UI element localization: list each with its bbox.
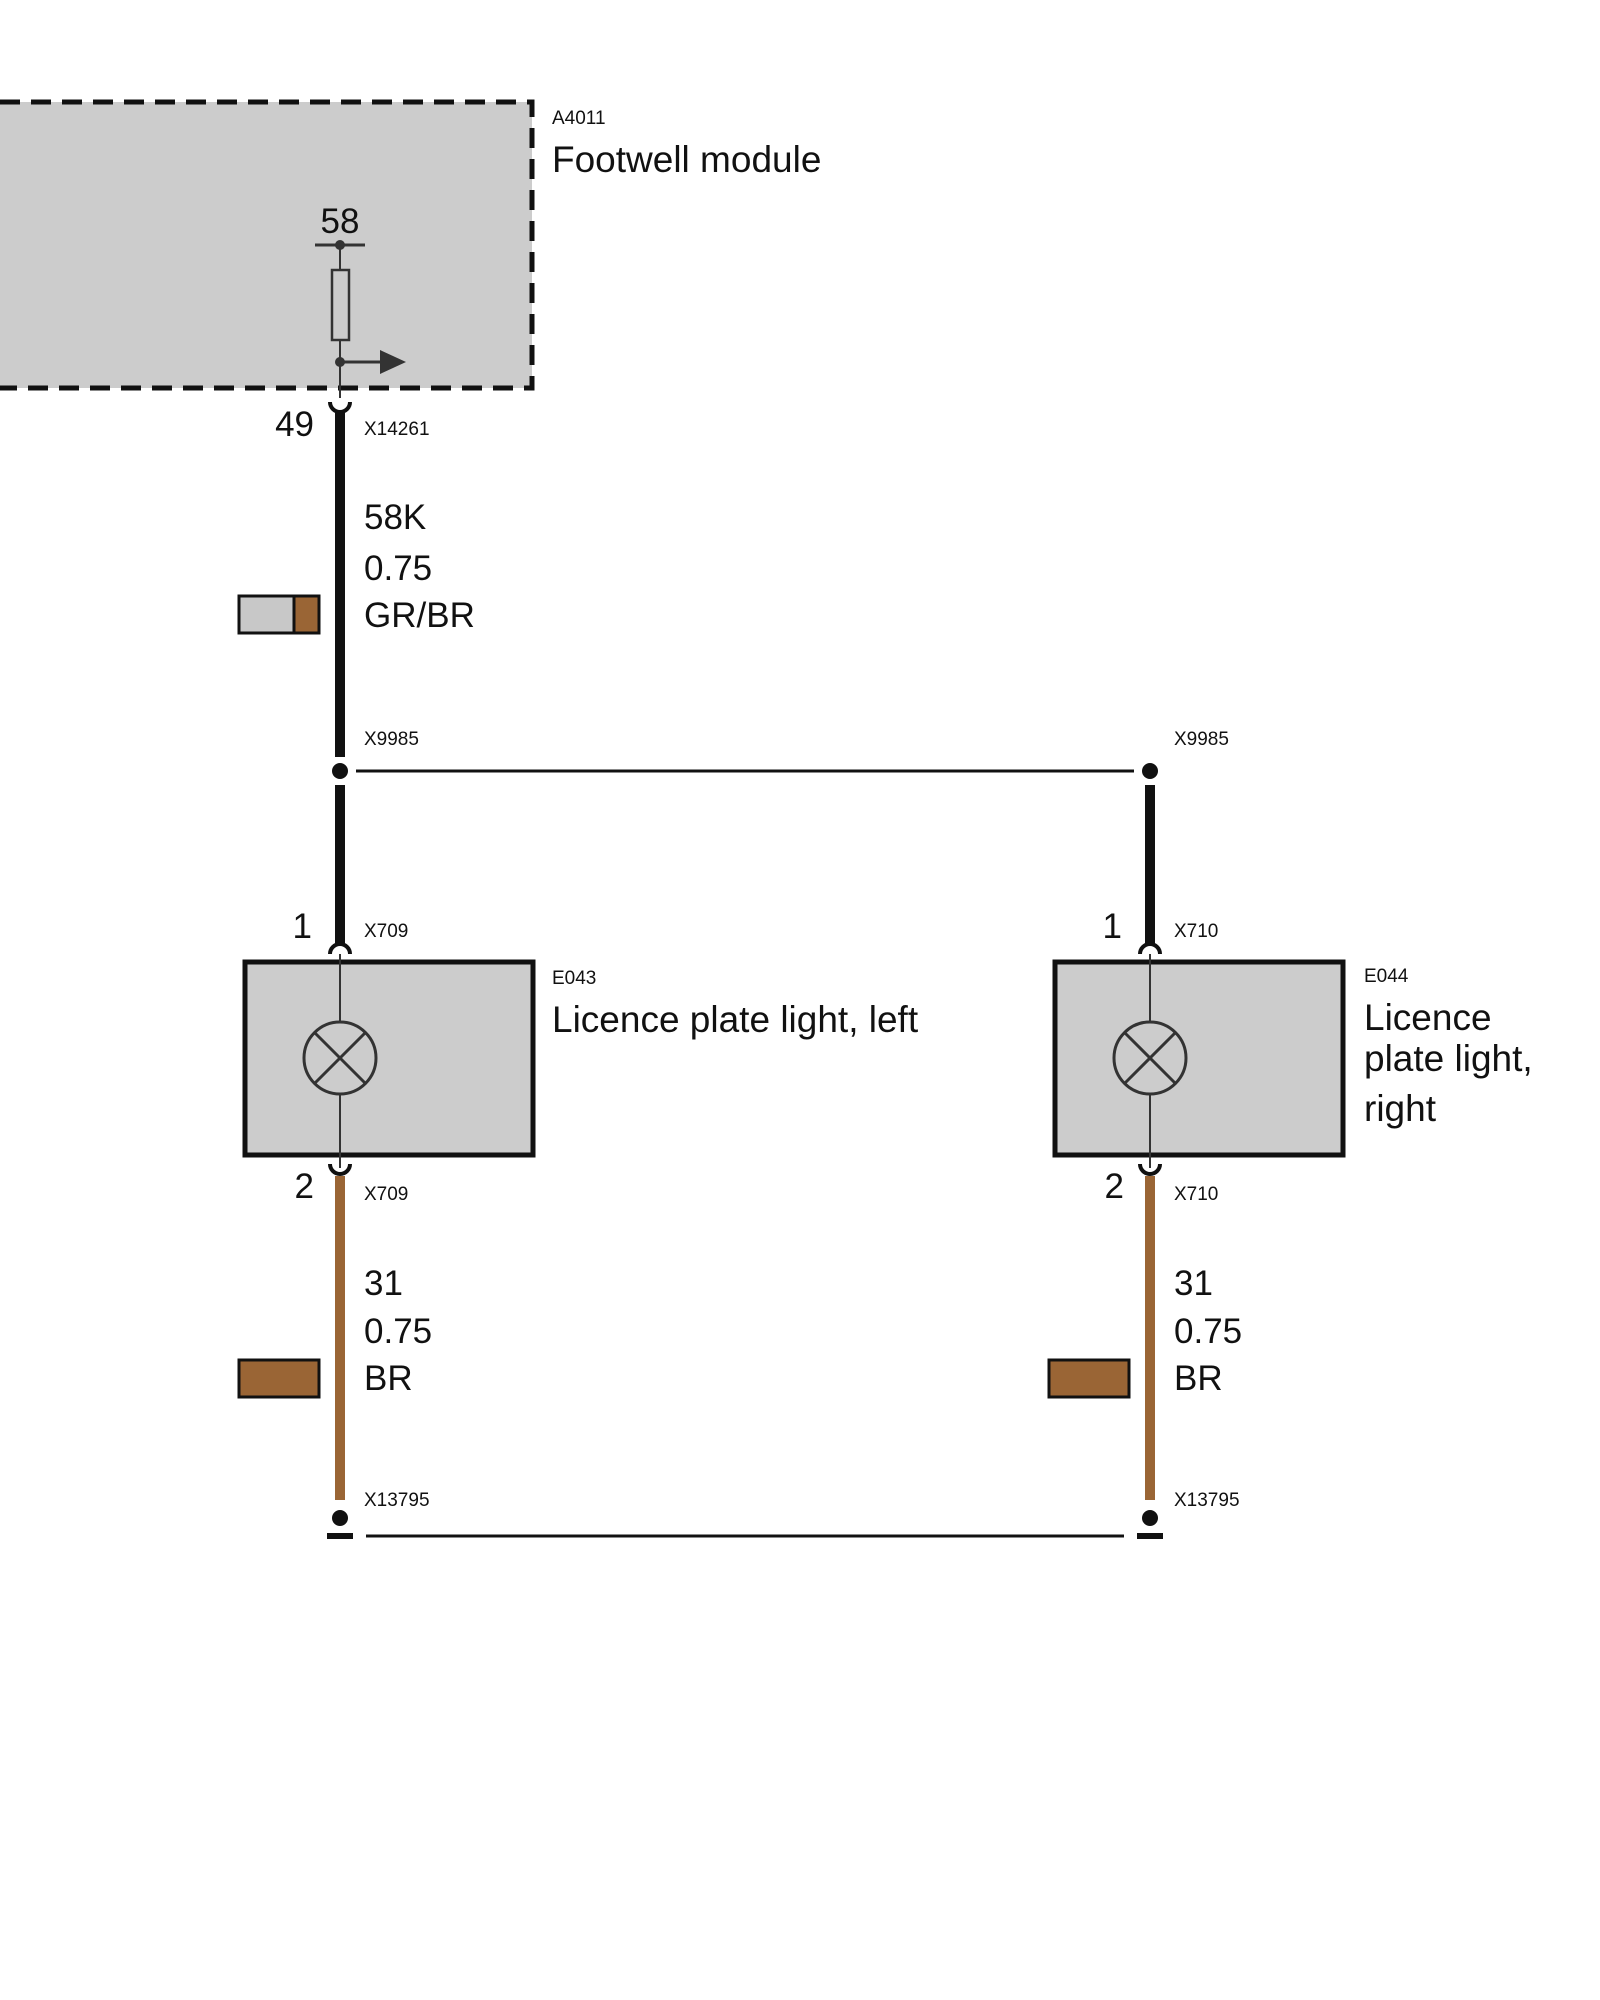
wire-color-swatch-br-right <box>1047 1358 1131 1399</box>
wire-31-right-color: BR <box>1174 1359 1223 1398</box>
swatch-brown <box>292 594 321 635</box>
lamp-left-connector-bottom: X709 <box>364 1184 408 1205</box>
splice-right-dot <box>1142 763 1158 779</box>
module-border <box>0 99 535 391</box>
lamp-left-id: E043 <box>552 968 596 989</box>
splice-left-label: X9985 <box>364 729 419 750</box>
lamp-left-bottom-socket <box>328 1163 352 1176</box>
connector-x14261: 49 X14261 <box>275 401 430 444</box>
wire-58k-size: 0.75 <box>364 549 432 588</box>
swatch-grey <box>237 594 296 635</box>
module-body <box>0 102 532 388</box>
lamp-right-pin-2: 2 <box>1105 1167 1124 1206</box>
lamp-right-connector-top: X710 <box>1174 921 1218 942</box>
ground-right-dot <box>1142 1510 1158 1526</box>
wire-31-right-circuit: 31 <box>1174 1264 1213 1303</box>
ground-x13795: X13795 X13795 <box>327 1490 1240 1539</box>
lamp-left-pin-1: 1 <box>293 907 312 946</box>
lamp-right-name-line2: plate light, <box>1364 1038 1533 1079</box>
bulb-cross-b <box>1123 1031 1177 1085</box>
bulb-icon <box>1112 1020 1188 1096</box>
wire-58k-circuit: 58K <box>364 498 426 537</box>
lamp-right-id: E044 <box>1364 966 1409 987</box>
module-name: Footwell module <box>552 139 821 180</box>
lamp-right-bottom-socket <box>1138 1163 1162 1176</box>
lamp-left-pin-2: 2 <box>295 1167 314 1206</box>
bulb-cross-b <box>313 1031 367 1085</box>
lamp-left-connector-top: X709 <box>364 921 408 942</box>
lamp-right-name-line3: right <box>1364 1088 1437 1129</box>
footwell-module: A4011 Footwell module 58 <box>0 99 821 398</box>
wire-58k-color: GR/BR <box>364 596 475 635</box>
wire-31-left: 31 0.75 BR <box>237 1176 432 1500</box>
lamp-right-name-line1: Licence <box>1364 997 1492 1038</box>
ground-left-label: X13795 <box>364 1490 430 1511</box>
splice-left-dot <box>332 763 348 779</box>
bulb-icon <box>302 1020 378 1096</box>
splice-right-label: X9985 <box>1174 729 1229 750</box>
lamp-left-housing <box>242 959 536 1158</box>
lamp-right-top-socket <box>1138 942 1162 955</box>
module-id: A4011 <box>552 108 606 129</box>
wire-31-right: 31 0.75 BR <box>1047 1176 1242 1500</box>
pin-49-label: 49 <box>275 405 314 444</box>
lamp-right-connector-bottom: X710 <box>1174 1184 1218 1205</box>
lamp-right-housing <box>1052 959 1346 1158</box>
wire-31-right-size: 0.75 <box>1174 1312 1242 1351</box>
lamp-right-pin-1: 1 <box>1103 907 1122 946</box>
lamp-left-name: Licence plate light, left <box>552 999 919 1040</box>
wire-color-swatch-gr-br <box>237 594 321 635</box>
connector-socket <box>328 401 352 414</box>
ground-left-dot <box>332 1510 348 1526</box>
wire-31-left-color: BR <box>364 1359 413 1398</box>
lamp-left-top-socket <box>328 942 352 955</box>
wire-31-left-circuit: 31 <box>364 1264 403 1303</box>
wire-color-swatch-br-left <box>237 1358 321 1399</box>
wire-58k: 58K 0.75 GR/BR <box>237 412 475 757</box>
arrow-right-icon <box>380 350 406 374</box>
wire-31-left-size: 0.75 <box>364 1312 432 1351</box>
pin-58-label: 58 <box>321 202 360 241</box>
ground-right-label: X13795 <box>1174 1490 1240 1511</box>
lamp-right: 1 X710 E044 Licence plate light, right 2… <box>1052 907 1533 1206</box>
splice-x9985: X9985 X9985 <box>332 729 1229 943</box>
lamp-left: 1 X709 E043 Licence plate light, left 2 … <box>242 907 919 1206</box>
connector-x14261-label: X14261 <box>364 419 430 440</box>
